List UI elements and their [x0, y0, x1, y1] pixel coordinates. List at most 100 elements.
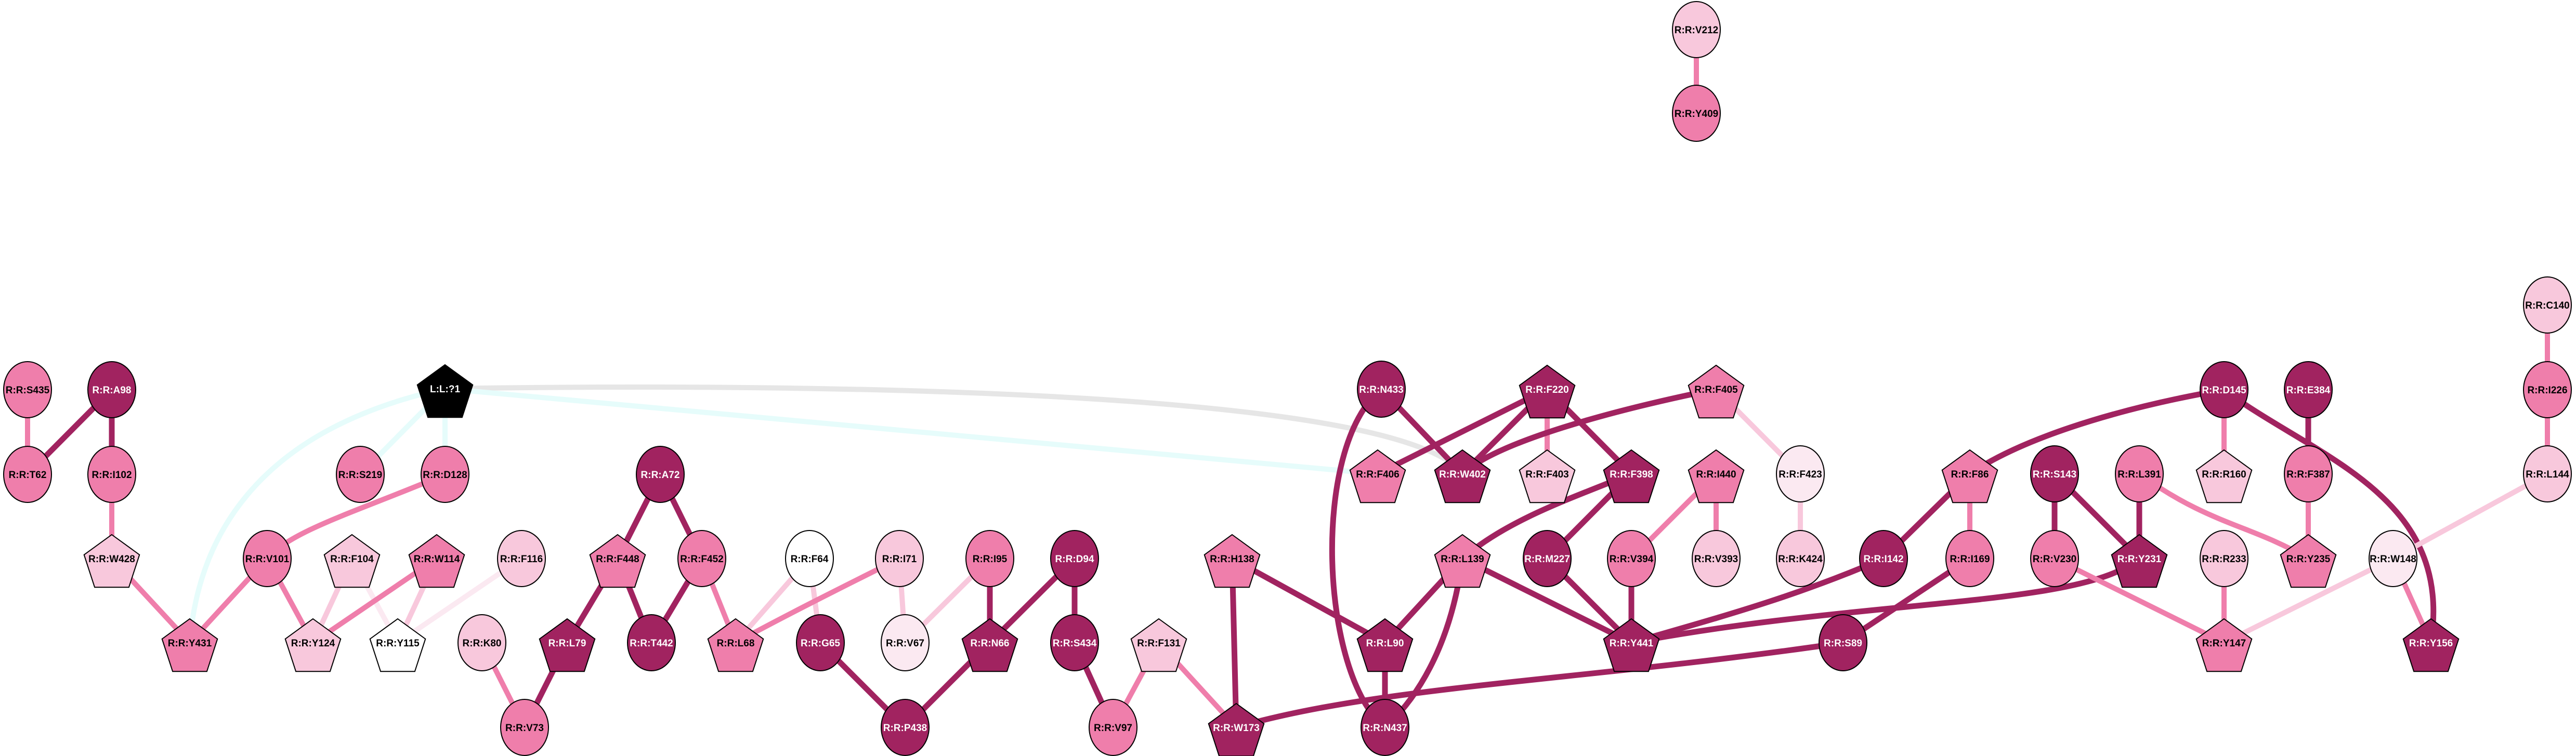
- node-rrs89[interactable]: R:R:S89: [1819, 614, 1867, 671]
- node-rrs434[interactable]: R:R:S434: [1050, 614, 1099, 671]
- node-rrd128[interactable]: R:R:D128: [421, 446, 469, 503]
- node-rrf64[interactable]: R:R:F64: [785, 530, 834, 587]
- node-rrn66[interactable]: R:R:N66: [961, 618, 1018, 672]
- node-label: R:R:I440: [1696, 469, 1736, 480]
- node-rrl68[interactable]: R:R:L68: [707, 618, 764, 672]
- node-label: R:R:S143: [2033, 469, 2076, 480]
- node-rry235[interactable]: R:R:Y235: [2280, 534, 2337, 588]
- node-rrf423[interactable]: R:R:F423: [1776, 445, 1825, 502]
- node-rri95[interactable]: R:R:I95: [965, 530, 1014, 587]
- node-rrl391[interactable]: R:R:L391: [2115, 445, 2164, 502]
- ellipse-node-shape: [627, 614, 676, 671]
- node-rri440[interactable]: R:R:I440: [1688, 449, 1745, 503]
- node-rrf398[interactable]: R:R:F398: [1603, 449, 1660, 503]
- node-label: R:R:W173: [1213, 723, 1260, 734]
- ellipse-node-shape: [636, 446, 685, 503]
- node-rrl79[interactable]: R:R:L79: [539, 618, 596, 672]
- node-rrw428[interactable]: R:R:W428: [83, 534, 140, 588]
- node-rrw402[interactable]: R:R:W402: [1434, 449, 1491, 503]
- node-rrl144[interactable]: R:R:L144: [2523, 445, 2572, 502]
- node-rrv67[interactable]: R:R:V67: [881, 614, 930, 671]
- node-rry147[interactable]: R:R:Y147: [2195, 618, 2253, 672]
- node-rrf86[interactable]: R:R:F86: [1941, 449, 1998, 503]
- node-rrv230[interactable]: R:R:V230: [2030, 530, 2079, 587]
- node-rrr160[interactable]: R:R:R160: [2195, 449, 2253, 503]
- node-rra72[interactable]: R:R:A72: [636, 446, 685, 503]
- node-rri71[interactable]: R:R:I71: [875, 530, 924, 587]
- node-rrt62[interactable]: R:R:T62: [3, 446, 52, 503]
- pentagon-node-shape: [539, 618, 596, 672]
- node-rrl90[interactable]: R:R:L90: [1356, 618, 1414, 672]
- node-rrf387[interactable]: R:R:F387: [2284, 445, 2333, 502]
- node-rri169[interactable]: R:R:I169: [1945, 530, 1994, 587]
- node-rrv394[interactable]: R:R:V394: [1607, 530, 1656, 587]
- node-rrw173[interactable]: R:R:W173: [1208, 702, 1265, 756]
- node-rrw114[interactable]: R:R:W114: [408, 534, 465, 588]
- node-label: R:R:F452: [680, 554, 723, 565]
- node-rry231[interactable]: R:R:Y231: [2111, 534, 2168, 588]
- pentagon-node-shape: [2111, 534, 2168, 588]
- node-rrs219[interactable]: R:R:S219: [336, 446, 385, 503]
- node-rra98[interactable]: R:R:A98: [87, 361, 136, 418]
- node-rrf448[interactable]: R:R:F448: [589, 534, 646, 588]
- node-rrc140[interactable]: R:R:C140: [2523, 276, 2572, 334]
- pentagon-node-shape: [1349, 449, 1406, 503]
- node-rrn433[interactable]: R:R:N433: [1357, 361, 1406, 418]
- node-rry441[interactable]: R:R:Y441: [1603, 618, 1660, 672]
- node-rrd145[interactable]: R:R:D145: [2200, 361, 2248, 418]
- node-rrv393[interactable]: R:R:V393: [1692, 530, 1741, 587]
- node-rrf406[interactable]: R:R:F406: [1349, 449, 1406, 503]
- node-rrf131[interactable]: R:R:F131: [1130, 618, 1187, 672]
- node-rrf405[interactable]: R:R:F405: [1688, 364, 1745, 419]
- node-rrv101[interactable]: R:R:V101: [243, 530, 292, 587]
- node-label: R:R:I142: [1863, 554, 1903, 565]
- node-rry124[interactable]: R:R:Y124: [284, 618, 342, 672]
- node-rrf220[interactable]: R:R:F220: [1519, 364, 1576, 419]
- node-rrk424[interactable]: R:R:K424: [1776, 530, 1825, 587]
- edge-layer: [25, 30, 2550, 731]
- edge-RRF220-RRF406: [1376, 387, 1549, 476]
- node-rrh138[interactable]: R:R:H138: [1204, 534, 1261, 588]
- node-rry156[interactable]: R:R:Y156: [2402, 618, 2460, 672]
- node-rri226[interactable]: R:R:I226: [2523, 361, 2572, 418]
- ellipse-node-shape: [1050, 530, 1099, 587]
- node-rrm227[interactable]: R:R:M227: [1523, 530, 1572, 587]
- node-label: R:R:W114: [414, 554, 460, 565]
- node-rrf403[interactable]: R:R:F403: [1519, 449, 1576, 503]
- node-rri102[interactable]: R:R:I102: [87, 446, 136, 503]
- node-rrk80[interactable]: R:R:K80: [457, 614, 506, 671]
- node-label: R:R:R233: [2202, 554, 2246, 565]
- node-rry409[interactable]: R:R:Y409: [1672, 85, 1721, 142]
- node-rrv73[interactable]: R:R:V73: [500, 699, 549, 756]
- node-rrs143[interactable]: R:R:S143: [2030, 445, 2079, 502]
- node-rry431[interactable]: R:R:Y431: [161, 618, 218, 672]
- node-rrf116[interactable]: R:R:F116: [497, 530, 546, 587]
- ellipse-node-shape: [1672, 85, 1721, 142]
- node-label: R:R:P438: [883, 723, 927, 734]
- node-rrv97[interactable]: R:R:V97: [1089, 699, 1137, 756]
- edge-RRL391-RRY235: [2138, 471, 2310, 561]
- node-rrl139[interactable]: R:R:L139: [1434, 534, 1491, 588]
- node-rrp438[interactable]: R:R:P438: [881, 699, 930, 756]
- node-ll1[interactable]: L:L:?1: [416, 364, 474, 418]
- node-rrn437[interactable]: R:R:N437: [1361, 699, 1409, 756]
- node-rrd94[interactable]: R:R:D94: [1050, 530, 1099, 587]
- node-rri142[interactable]: R:R:I142: [1859, 530, 1908, 587]
- node-rrs435[interactable]: R:R:S435: [3, 361, 52, 418]
- pentagon-node-shape: [1688, 449, 1745, 503]
- node-label: R:R:V393: [1694, 554, 1738, 565]
- node-rrr233[interactable]: R:R:R233: [2200, 530, 2248, 587]
- node-rrw148[interactable]: R:R:W148: [2369, 530, 2417, 587]
- node-rrf104[interactable]: R:R:F104: [323, 534, 381, 588]
- ellipse-node-shape: [1692, 530, 1741, 587]
- ellipse-node-shape: [1776, 530, 1825, 587]
- node-rrf452[interactable]: R:R:F452: [677, 530, 726, 587]
- ellipse-node-shape: [2523, 445, 2572, 502]
- node-rrv212[interactable]: R:R:V212: [1672, 1, 1721, 58]
- node-rrg65[interactable]: R:R:G65: [796, 614, 845, 671]
- node-rrt442[interactable]: R:R:T442: [627, 614, 676, 671]
- node-rry115[interactable]: R:R:Y115: [369, 618, 426, 672]
- node-rre384[interactable]: R:R:E384: [2284, 361, 2333, 418]
